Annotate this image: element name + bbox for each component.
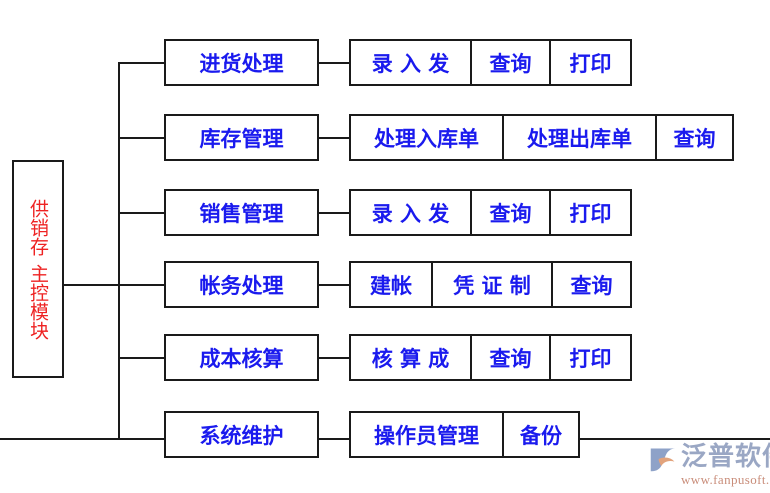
module-box-3[interactable]: 销售管理 <box>164 189 319 236</box>
connector-trunk-spine <box>118 62 120 439</box>
function-box-2-2[interactable]: 处理出库单 <box>502 114 657 161</box>
function-box-2-1[interactable]: 处理入库单 <box>349 114 504 161</box>
function-box-4-1[interactable]: 建帐 <box>349 261 433 308</box>
function-box-3-3[interactable]: 打印 <box>549 189 632 236</box>
function-box-2-3[interactable]: 查询 <box>655 114 734 161</box>
module-box-5[interactable]: 成本核算 <box>164 334 319 381</box>
connector-module-5-to-functions <box>318 357 350 359</box>
connector-module-2-to-functions <box>318 137 350 139</box>
baseline-rule-right <box>578 438 770 440</box>
function-box-1-1[interactable]: 录 入 发 <box>349 39 472 86</box>
connector-trunk-to-module-3 <box>118 212 164 214</box>
module-box-2[interactable]: 库存管理 <box>164 114 319 161</box>
root-label-line2: 主控模块 <box>27 263 49 340</box>
baseline-rule-left <box>0 438 166 440</box>
function-label-4-1: 建帐 <box>370 273 412 298</box>
function-label-1-3: 打印 <box>569 51 612 76</box>
function-label-1-2: 查询 <box>489 51 532 76</box>
module-box-6[interactable]: 系统维护 <box>164 411 319 458</box>
module-box-1[interactable]: 进货处理 <box>164 39 319 86</box>
fanpu-logo-icon <box>650 448 676 472</box>
function-label-1-1: 录 入 发 <box>371 51 450 76</box>
module-label-2: 库存管理 <box>199 126 284 151</box>
module-label-5: 成本核算 <box>199 346 284 371</box>
function-box-1-2[interactable]: 查询 <box>470 39 551 86</box>
connector-root-to-trunk <box>64 284 120 286</box>
function-box-5-3[interactable]: 打印 <box>549 334 632 381</box>
module-label-6: 系统维护 <box>199 423 284 448</box>
root-label-line1: 供销存 <box>27 198 49 256</box>
function-box-3-1[interactable]: 录 入 发 <box>349 189 472 236</box>
function-label-3-1: 录 入 发 <box>371 201 450 226</box>
connector-module-6-to-functions <box>318 438 350 440</box>
function-label-6-1: 操作员管理 <box>374 423 479 448</box>
module-label-1: 进货处理 <box>199 51 284 76</box>
function-label-2-1: 处理入库单 <box>374 126 479 151</box>
function-label-4-2: 凭 证 制 <box>453 273 531 298</box>
connector-trunk-to-module-1 <box>118 62 164 64</box>
function-box-6-2[interactable]: 备份 <box>502 411 580 458</box>
function-label-4-3: 查询 <box>570 273 613 298</box>
function-box-4-2[interactable]: 凭 证 制 <box>431 261 553 308</box>
root-module-box[interactable]: 供销存 主控模块 <box>12 160 64 378</box>
function-box-4-3[interactable]: 查询 <box>551 261 632 308</box>
function-label-5-3: 打印 <box>569 346 612 371</box>
function-label-2-2: 处理出库单 <box>527 126 632 151</box>
function-box-6-1[interactable]: 操作员管理 <box>349 411 504 458</box>
module-box-4[interactable]: 帐务处理 <box>164 261 319 308</box>
watermark-logo: 泛普软件 www.fanpusoft.com <box>648 444 770 486</box>
watermark-url: www.fanpusoft.com <box>681 472 770 487</box>
function-label-2-3: 查询 <box>673 126 716 151</box>
function-box-1-3[interactable]: 打印 <box>549 39 632 86</box>
watermark-brand: 泛普软件 <box>681 442 770 472</box>
function-label-5-1: 核 算 成 <box>371 346 450 371</box>
function-label-3-3: 打印 <box>569 201 612 226</box>
function-box-5-2[interactable]: 查询 <box>470 334 551 381</box>
function-label-5-2: 查询 <box>489 346 532 371</box>
function-label-6-2: 备份 <box>520 423 562 448</box>
function-box-5-1[interactable]: 核 算 成 <box>349 334 472 381</box>
connector-trunk-to-module-4 <box>118 284 164 286</box>
connector-module-3-to-functions <box>318 212 350 214</box>
function-box-3-2[interactable]: 查询 <box>470 189 551 236</box>
connector-module-1-to-functions <box>318 62 350 64</box>
function-label-3-2: 查询 <box>489 201 532 226</box>
connector-trunk-to-module-2 <box>118 137 164 139</box>
module-label-4: 帐务处理 <box>199 273 284 298</box>
connector-trunk-to-module-5 <box>118 357 164 359</box>
connector-module-4-to-functions <box>318 284 350 286</box>
module-label-3: 销售管理 <box>199 201 284 226</box>
watermark-text-wrap: 泛普软件 www.fanpusoft.com <box>681 444 770 486</box>
